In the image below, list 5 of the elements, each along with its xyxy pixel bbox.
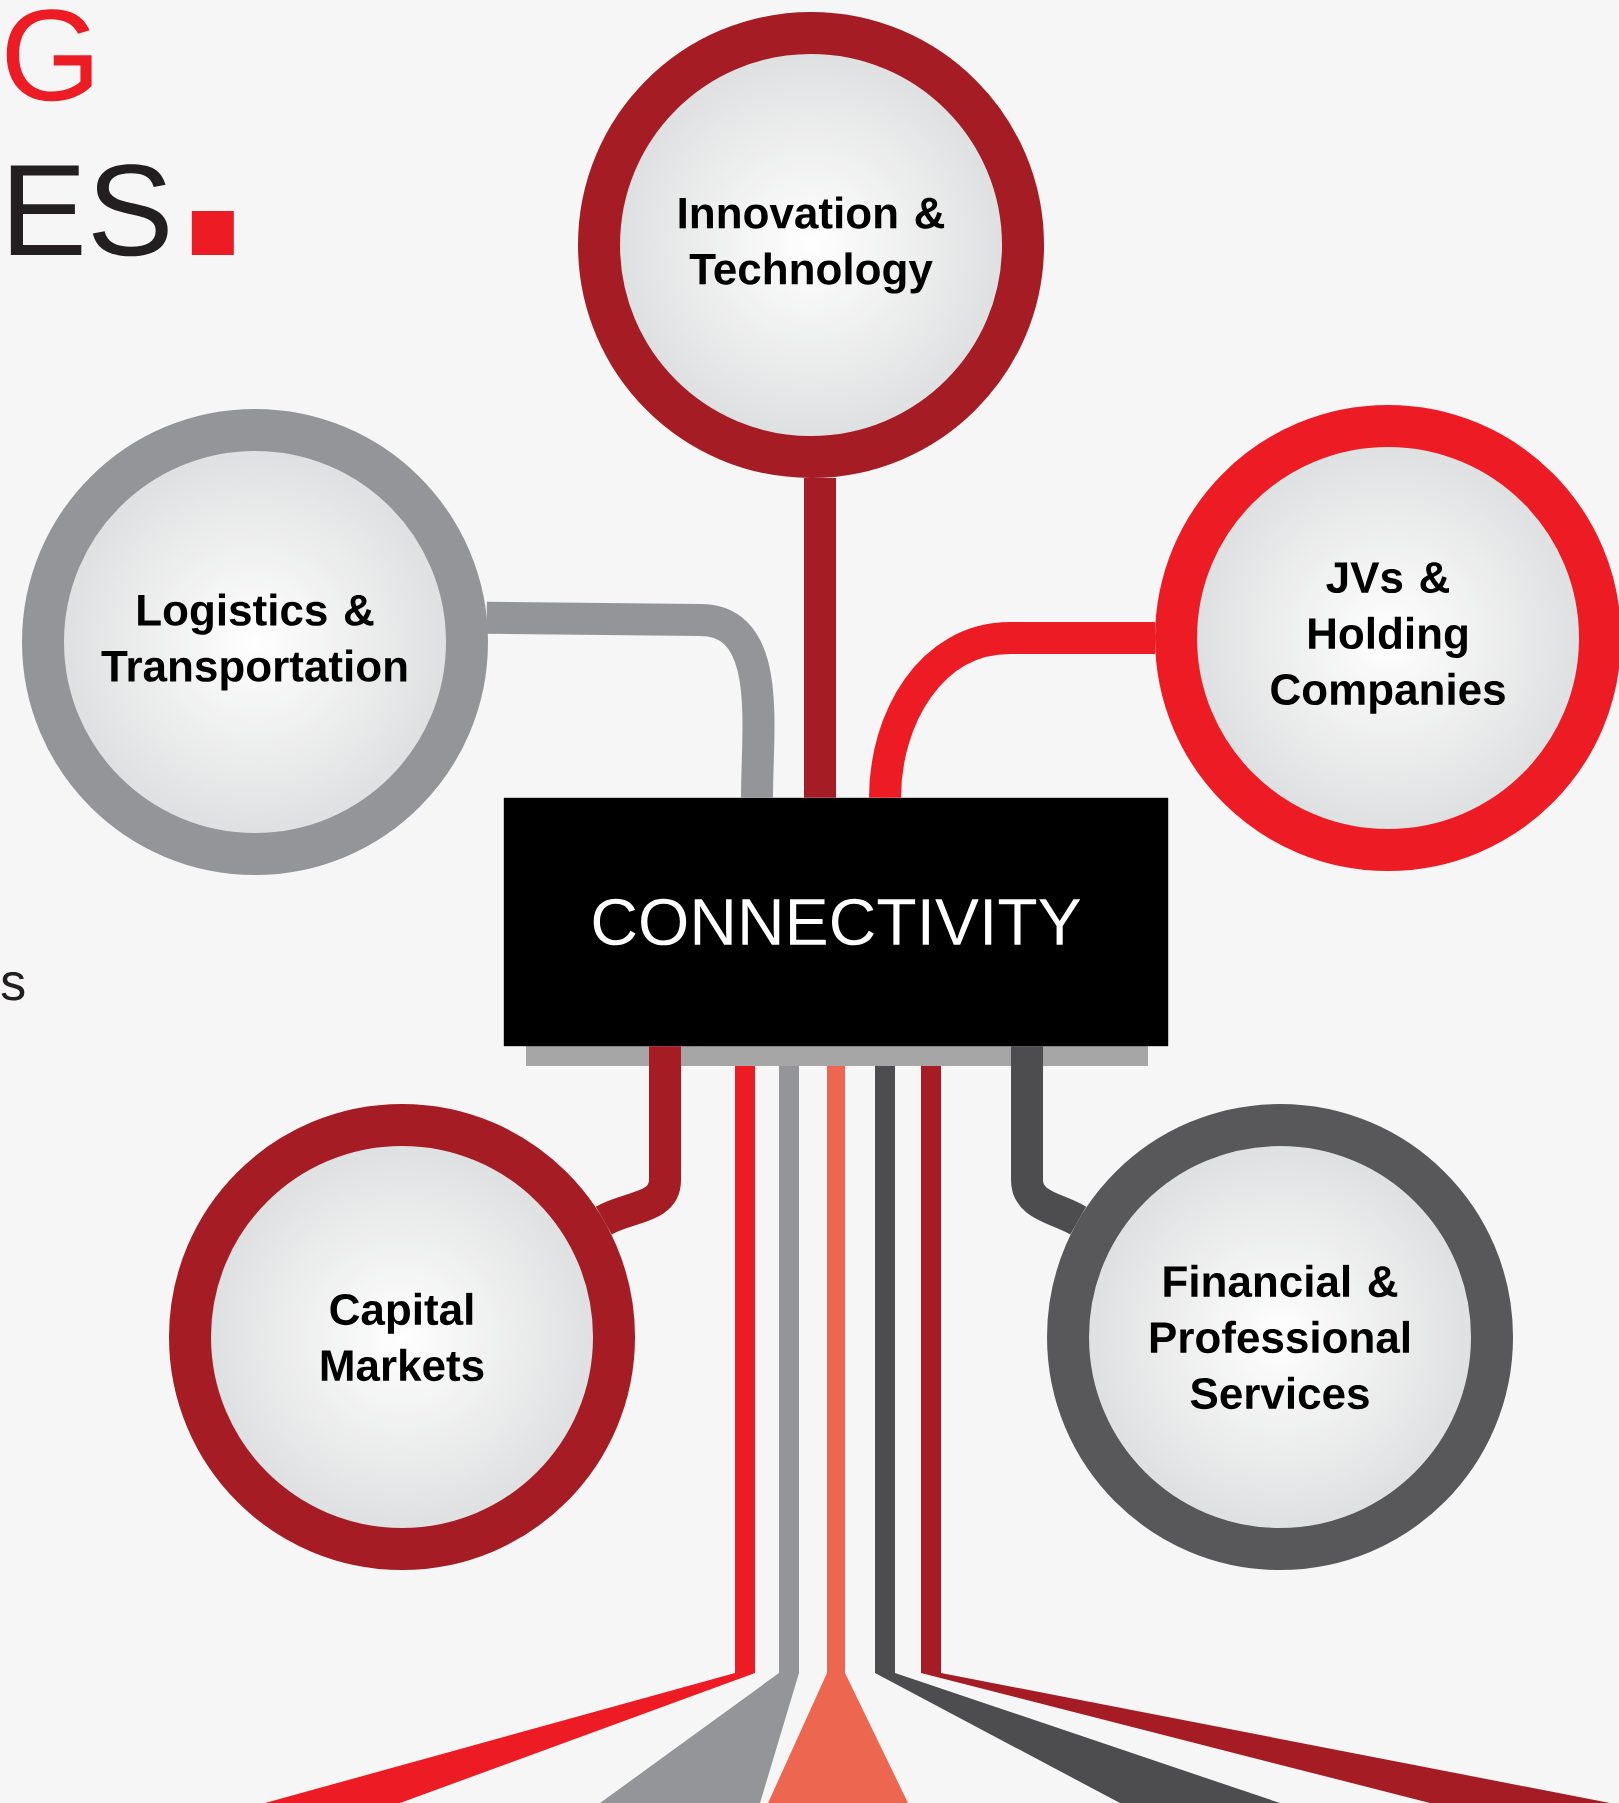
title-text: G [6,9,92,102]
title-text: ES [10,164,234,257]
title-box: CONNECTIVITY [503,797,1169,1066]
title-text: s [1,972,25,1001]
connector-line [486,601,775,799]
